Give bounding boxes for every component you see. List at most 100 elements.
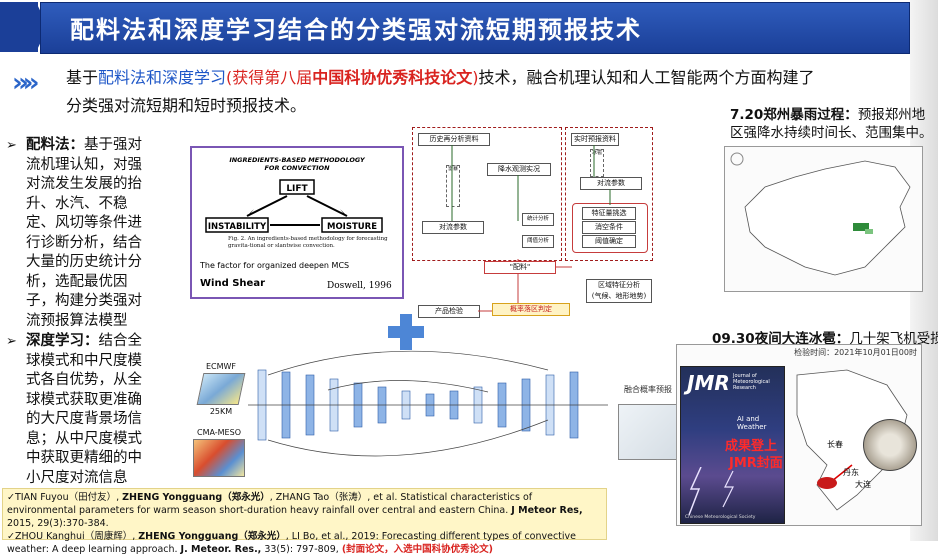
hail-caption: 09.30夜间大连冰雹：几十架飞机受损 [712,330,938,348]
bullet-body: 结合全球模式和中尺度模式各自优势，从全球模式获取更准确的大尺度背景场信息；从中尺… [26,333,142,486]
jmr-subtitle: AI and Weather [737,415,767,431]
citation-authors: ZHOU Kanghui（周康辉）, [14,531,139,542]
fusion-map [618,404,678,460]
zhengzhou-map [724,146,923,292]
peiliao-box: "配料" [484,261,556,274]
ingredients-header1: INGREDIENTS-BASED METHODOLOGY [229,156,366,164]
product-check-box: 产品检验 [418,305,480,318]
unet-diagram [248,350,608,457]
hailstone-photo [863,419,917,471]
citation-author-highlight: ZHENG Yongguang（郑永光） [122,492,270,503]
zhengzhou-caption-bold: 7.20郑州暴雨过程： [730,107,858,123]
flowchart: 历史再分析资料 实时预报资料 降水观测实况 对流参数 对流参数 统计分析 阈值分… [412,127,653,325]
place-dalian: 大连 [855,480,871,489]
place-changchun: 长春 [827,440,843,449]
conv-params-left: 对流参数 [422,221,484,234]
check-icon: ✓ [7,492,15,503]
citation-2: ✓ZHOU Kanghui（周康辉）, ZHENG Yongguang（郑永光）… [7,530,602,556]
types-column-left: 雷暴 [446,165,460,207]
regional-box: 区域特征分析 (气候、地形地势) [586,279,652,303]
check-icon: ✓ [7,531,15,542]
place-dandong: 丹东 [843,468,859,477]
hail-caption-rest: 几十架飞机受损 [849,331,938,347]
moisture-label: MOISTURE [327,222,377,232]
pass-condition-box: 消空条件 [582,221,636,234]
hail-caption-bold: 09.30夜间大连冰雹： [712,331,850,347]
bullet-arrow-icon: ➢ [6,334,17,349]
history-group [412,127,562,261]
bullet-arrow-icon: ➢ [6,138,17,153]
prob-zone-box: 概率落区判定 [492,303,570,316]
citation-journal: J. Meteor. Res., [180,544,262,555]
regional-sub: (气候、地形地势) [591,292,647,300]
intro-suffix: 技术，融合机理认知和人工智能两个方面构建了 [478,68,815,87]
jmr-journal-name: Journal of Meteorological Research [733,373,770,391]
ingredients-figure: INGREDIENTS-BASED METHODOLOGY FOR CONVEC… [190,146,404,299]
types-column-right: 冰雹 [590,149,604,177]
intro-award-close: ) [472,68,479,87]
citation-authors: TIAN Fuyou（田付友）, [14,492,123,503]
threshold-analysis-box: 阈值分析 [522,235,554,248]
instability-label: INSTABILITY [208,222,267,232]
wind-shear-text: Wind Shear [200,278,265,289]
citation-award-note: (封面论文，入选中国科协优秀论文) [341,544,494,555]
jmr-cover-text1: 成果登上 [725,439,778,454]
realtime-group [565,127,653,261]
citation-box: ✓TIAN Fuyou（田付友）, ZHENG Yongguang（郑永光）, … [2,488,607,555]
realtime-box: 实时预报资料 [571,133,619,146]
feature-select-box: 特征量挑选 [582,207,636,220]
ingredients-triangle-diagram: INGREDIENTS-BASED METHODOLOGY FOR CONVEC… [199,156,392,291]
intro-text: 基于配料法和深度学习(获得第八届中国科协优秀科技论文)技术，融合机理认知和人工智… [66,64,916,120]
bullet-term: 配料法： [26,137,84,153]
citation-author-highlight: ZHENG Yongguang（郑永光） [138,531,286,542]
intro-award-name: 中国科协优秀科技论文 [312,68,473,87]
china-map-outline [730,152,911,276]
intro-line2: 分类强对流短期和短时预报技术。 [66,96,307,115]
conv-params-right: 对流参数 [580,177,642,190]
bullet-ingredients: ➢ 配料法：基于强对流机理认知，对强对流发生发展的抬升、水汽、不稳定、风切等条件… [6,136,156,331]
zhengzhou-caption-rest: 预报郑州地区强降水持续时间长、范围集中。 [730,107,933,141]
bullet-deep-learning: ➢ 深度学习：结合全球模式和中尺度模式各自优势，从全球模式获取更准确的大尺度背景… [6,332,156,488]
ecmwf-resolution: 25KM [209,407,233,416]
bullet-term: 深度学习： [26,333,99,349]
cma-grid-image [193,439,245,477]
history-box: 历史再分析资料 [418,133,490,146]
fusion-label: 融合概率预报 [624,385,672,394]
ecmwf-grid-image [196,373,246,405]
intro-prefix: 基于 [66,68,99,87]
intro-award-open: (获得第八届 [226,68,313,87]
stat-analysis-box: 统计分析 [522,213,554,226]
zhengzhou-caption: 7.20郑州暴雨过程：预报郑州地区强降水持续时间长、范围集中。 [730,106,935,142]
lightning-icon [688,467,734,516]
threshold-set-box: 阈值确定 [582,235,636,248]
citation-title: , ZHANG Tao（张涛）, et al. Statistical char… [7,492,533,516]
jmr-publisher: Chinese Meteorological Society [685,515,756,520]
page-title: 配料法和深度学习结合的分类强对流短期预报技术 [70,16,642,44]
citation-volume: 2015, 29(3):370-384. [7,518,109,529]
doswell-citation: Doswell, 1996 [327,281,392,291]
title-banner [40,2,910,54]
factor-text: The factor for organized deepen MCS [199,261,349,270]
cma-label: CMA-MESO [196,428,241,437]
jmr-logo: JMR [687,371,730,395]
plus-icon [386,312,426,352]
cma-block: CMA-MESO [190,428,248,479]
type-label-thunderstorm: 雷暴 [447,166,458,172]
ingredients-caption: Fig. 2. An ingredients-based methodology… [228,236,388,249]
bullet-body: 基于强对流机理认知，对强对流发生发展的抬升、水汽、不稳定、风切等条件进行诊断分析… [26,137,142,329]
title-ribbon [0,2,38,52]
type-label-hail: 冰雹 [591,150,602,156]
ecmwf-label: ECMWF [205,362,237,371]
jmr-cover: JMR Journal of Meteorological Research A… [680,366,785,524]
ecmwf-block: ECMWF 25KM [196,362,246,416]
intro-method: 配料法和深度学习 [98,68,227,87]
double-chevron-icon: »» [12,68,39,98]
hail-map-time: 检验时间：2021年10月01日00时 [794,348,917,357]
jmr-cover-text2: JMR封面 [729,456,783,471]
regional-label: 区域特征分析 [598,281,640,289]
lift-label: LIFT [286,184,308,194]
flowchart-arrows [451,145,611,312]
ingredients-header2: FOR CONVECTION [264,164,330,172]
obs-box: 降水观测实况 [487,163,551,176]
citation-volume: 33(5): 797-809, [261,544,342,555]
